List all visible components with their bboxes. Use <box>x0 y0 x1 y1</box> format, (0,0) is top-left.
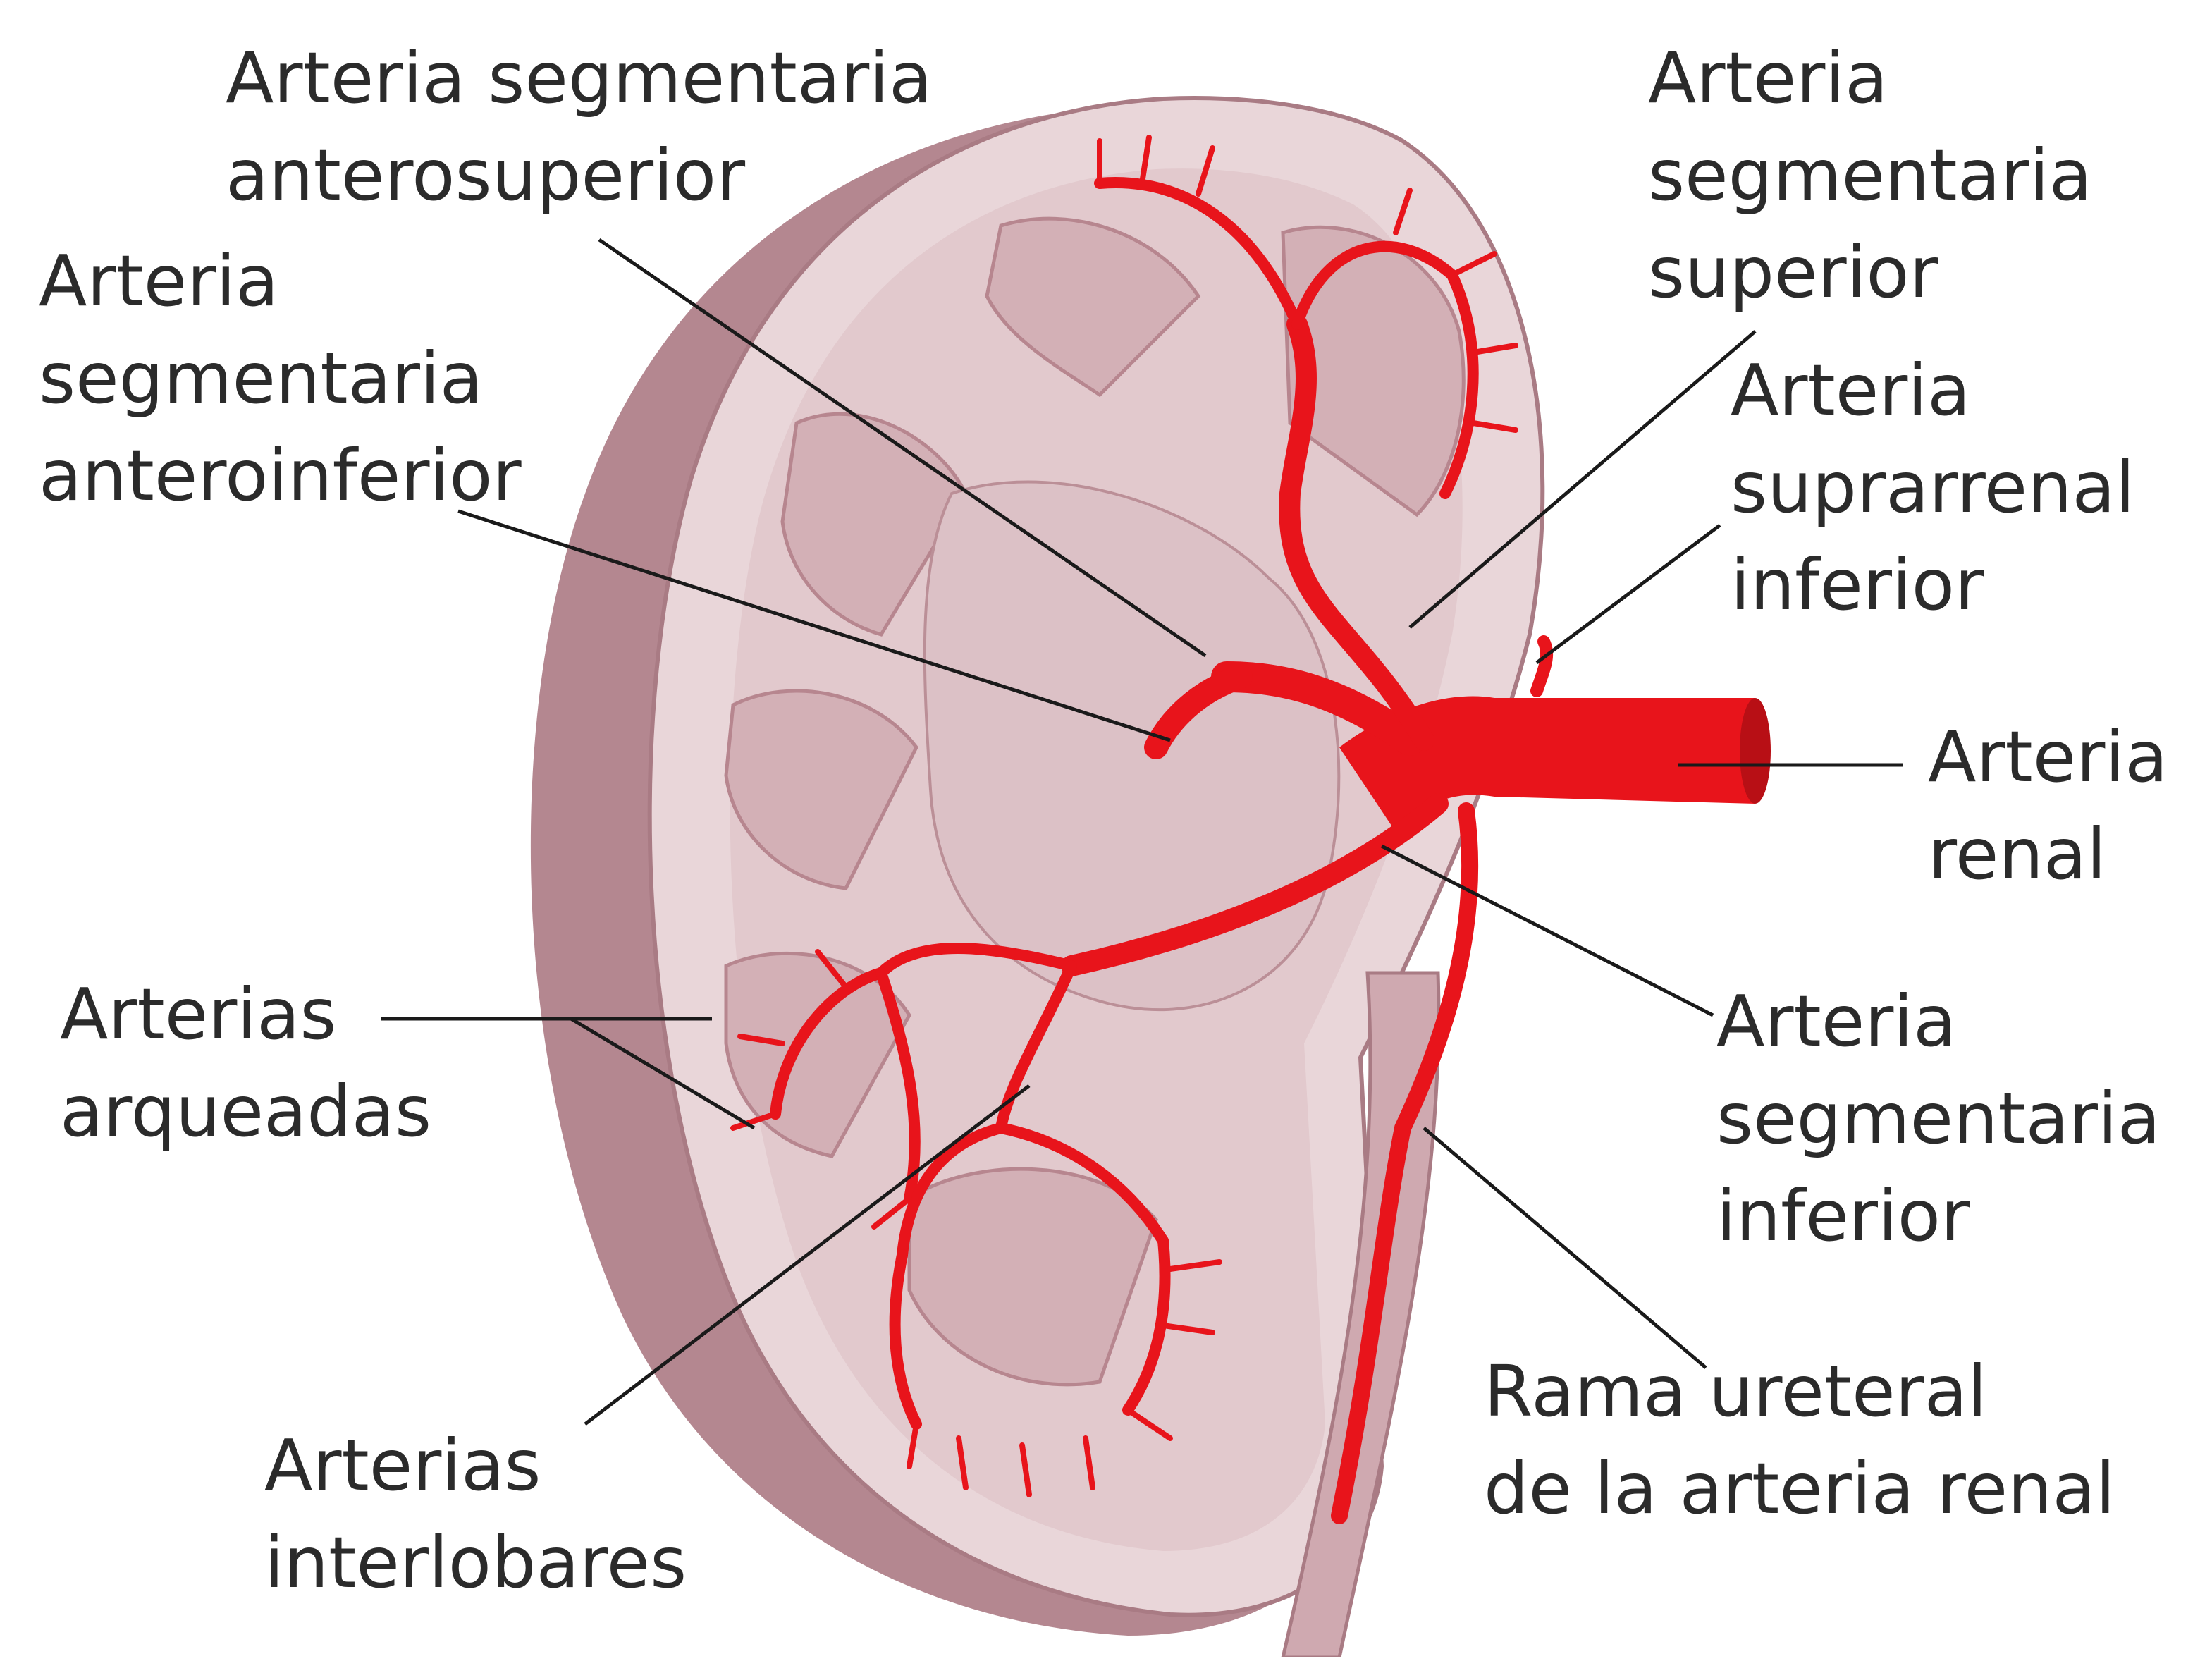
leader-ureteral <box>1424 1128 1706 1368</box>
label-segmentaria-superior: Arteria segmentaria superior <box>1648 30 2092 321</box>
leader-suprarrenal <box>1537 525 1720 663</box>
label-segmentaria-anteroinferior: Arteria segmentaria anteroinferior <box>39 233 522 525</box>
label-segmentaria-inferior: Arteria segmentaria inferior <box>1716 973 2161 1265</box>
label-rama-ureteral: Rama ureteral de la arteria renal <box>1484 1343 2115 1538</box>
label-segmentaria-anterosuperior: Arteria segmentaria anterosuperior <box>226 30 932 224</box>
label-arteria-renal: Arteria renal <box>1928 709 2168 903</box>
label-arterias-arqueadas: Arterias arqueadas <box>60 966 431 1160</box>
label-arterias-interlobares: Arterias interlobares <box>264 1417 687 1612</box>
label-suprarrenal-inferior: Arteria suprarrenal inferior <box>1731 342 2135 634</box>
